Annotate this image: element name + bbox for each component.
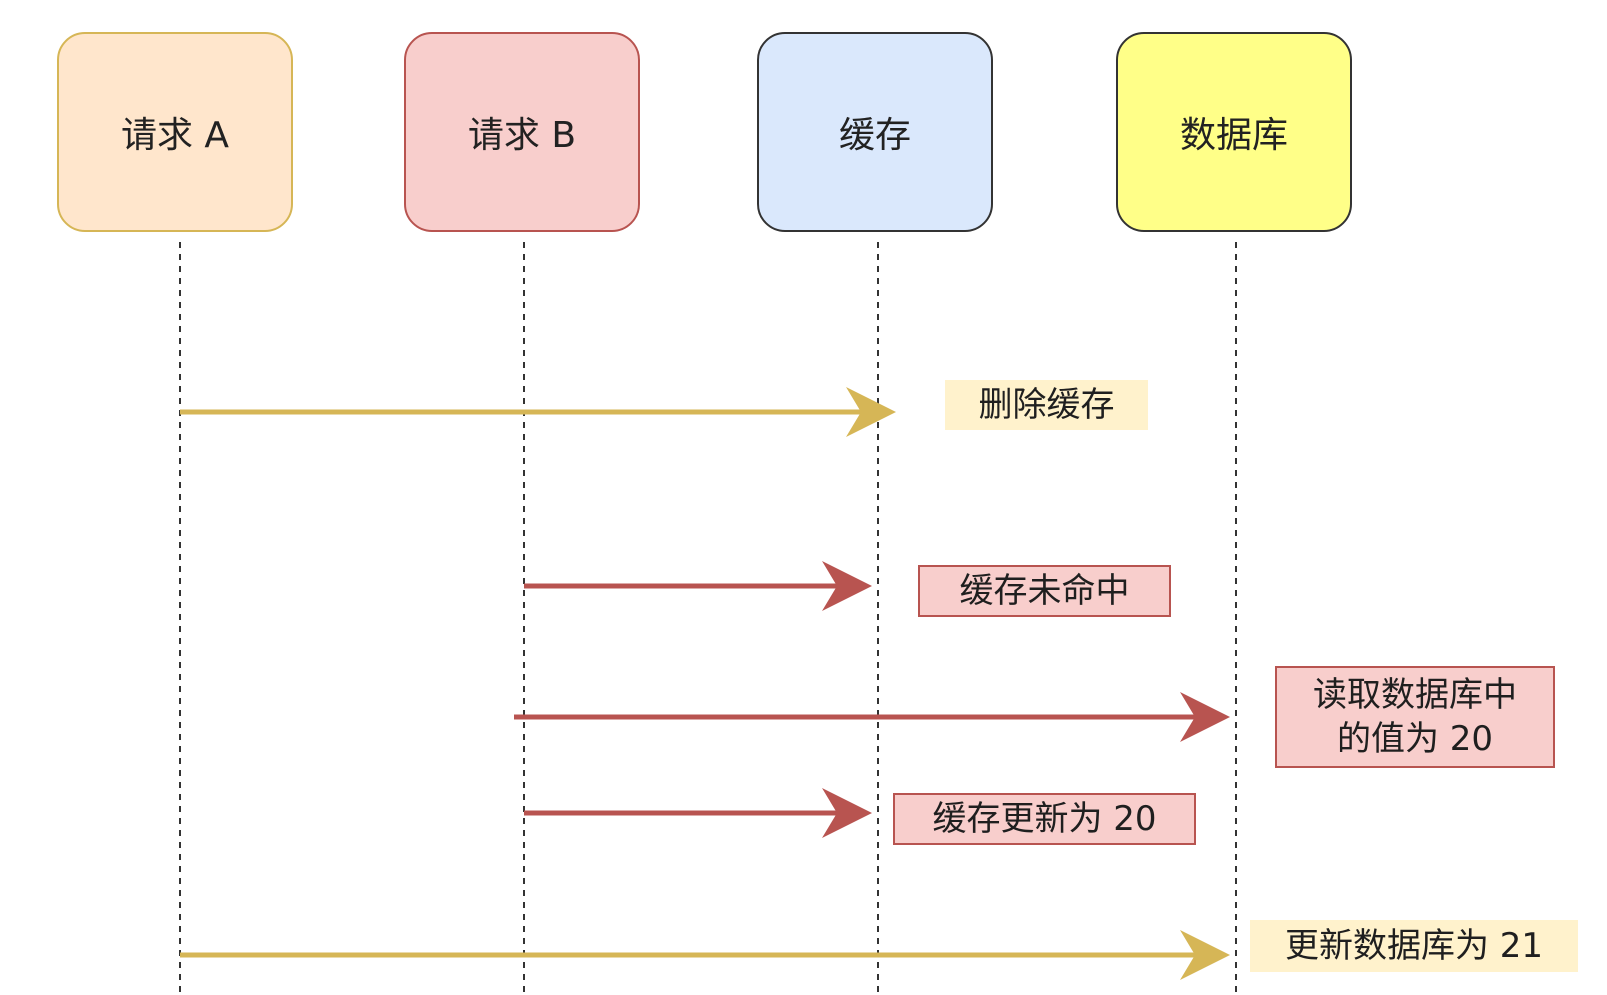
note-update-db: 更新数据库为 21 bbox=[1250, 920, 1578, 972]
actor-request-b: 请求 B bbox=[404, 32, 640, 232]
note-update-db-text: 更新数据库为 21 bbox=[1284, 925, 1544, 966]
actor-request-a-label: 请求 A bbox=[120, 115, 230, 156]
actor-database-label: 数据库 bbox=[1179, 115, 1288, 156]
note-cache-miss-text: 缓存未命中 bbox=[959, 570, 1130, 611]
note-delete-cache: 删除缓存 bbox=[945, 380, 1148, 430]
note-update-cache: 缓存更新为 20 bbox=[893, 793, 1196, 845]
actor-cache-label: 缓存 bbox=[838, 115, 911, 156]
actor-database: 数据库 bbox=[1116, 32, 1352, 232]
actor-request-a: 请求 A bbox=[57, 32, 293, 232]
actor-cache: 缓存 bbox=[757, 32, 993, 232]
note-update-cache-text: 缓存更新为 20 bbox=[932, 798, 1157, 839]
note-delete-cache-text: 删除缓存 bbox=[978, 384, 1115, 425]
actor-request-b-label: 请求 B bbox=[467, 115, 577, 156]
note-read-db: 读取数据库中 的值为 20 bbox=[1275, 666, 1555, 768]
note-read-db-text: 读取数据库中 的值为 20 bbox=[1313, 674, 1517, 759]
note-cache-miss: 缓存未命中 bbox=[918, 565, 1171, 617]
